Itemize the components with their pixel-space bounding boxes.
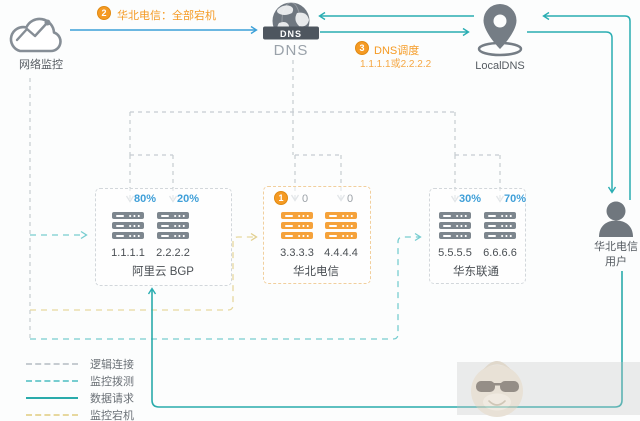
sloth-watermark (457, 361, 640, 417)
legend-item-data: 数据请求 (26, 389, 134, 406)
weight-label: 30% (459, 193, 482, 205)
legend-label: 数据请求 (90, 392, 134, 405)
legend-item-down: 监控宕机 (26, 406, 134, 421)
cluster-name: 华东联通 (453, 266, 499, 278)
server-stack (325, 212, 357, 242)
step1-badge: 1 (274, 191, 288, 205)
user-label-line2: 用户 (605, 256, 627, 268)
server-ip: 5.5.5.5 (438, 247, 472, 259)
legend-label: 监控拨测 (90, 375, 134, 388)
legend-item-logical: 逻辑连接 (26, 355, 134, 372)
legend-swatch-logical (26, 362, 78, 365)
step3-text: DNS调度 (374, 45, 420, 57)
dns-banner-label: DNS (279, 28, 302, 39)
weight-label: 80% (134, 193, 157, 205)
weight-label: 0 (302, 193, 309, 205)
user-query-arrow (542, 11, 631, 200)
monitor-label: 网络监控 (19, 59, 63, 71)
step2-text: 华北电信：全部宕机 (117, 10, 216, 22)
dns-label: DNS (273, 42, 309, 59)
server-stack (157, 212, 189, 242)
step2-badge: 2 (97, 6, 111, 20)
localdns-response-arrow (527, 31, 617, 194)
down-probe-to-telecom-line (30, 232, 258, 311)
weight-label: 20% (177, 193, 200, 205)
legend: 逻辑连接 监控拨测 数据请求 监控宕机 (26, 355, 134, 421)
dns-logical-tree (125, 60, 505, 203)
server-stack (439, 212, 471, 242)
cluster-name: 华北电信 (293, 266, 339, 278)
probe-to-unicom-line (30, 232, 422, 340)
server-ip: 2.2.2.2 (156, 247, 190, 259)
legend-label: 逻辑连接 (90, 358, 134, 371)
legend-label: 监控宕机 (90, 409, 134, 421)
server-ip: 1.1.1.1 (111, 247, 145, 259)
server-stack (281, 212, 313, 242)
legend-swatch-down (26, 413, 78, 416)
localdns-label: LocalDNS (475, 60, 525, 72)
localdns-pin-icon (477, 4, 523, 57)
legend-swatch-data (26, 396, 78, 399)
server-ip: 6.6.6.6 (483, 247, 517, 259)
cloud-monitor-icon (9, 17, 62, 53)
weight-label: 70% (504, 193, 527, 205)
weight-label: 0 (347, 193, 354, 205)
server-ip: 3.3.3.3 (280, 247, 314, 259)
legend-swatch-probe (26, 379, 78, 382)
server-stack (112, 212, 144, 242)
server-stack (484, 212, 516, 242)
server-ip: 4.4.4.4 (324, 247, 358, 259)
step3-badge: 3 (355, 41, 369, 55)
user-label-line1: 华北电信 (594, 241, 638, 253)
legend-item-probe: 监控拨测 (26, 372, 134, 389)
user-icon (599, 201, 633, 237)
cluster-name: 阿里云 BGP (132, 266, 194, 278)
data-request-loop (147, 271, 623, 408)
step3-subtext: 1.1.1.1或2.2.2.2 (360, 59, 432, 70)
dns-globe-icon (263, 2, 319, 40)
